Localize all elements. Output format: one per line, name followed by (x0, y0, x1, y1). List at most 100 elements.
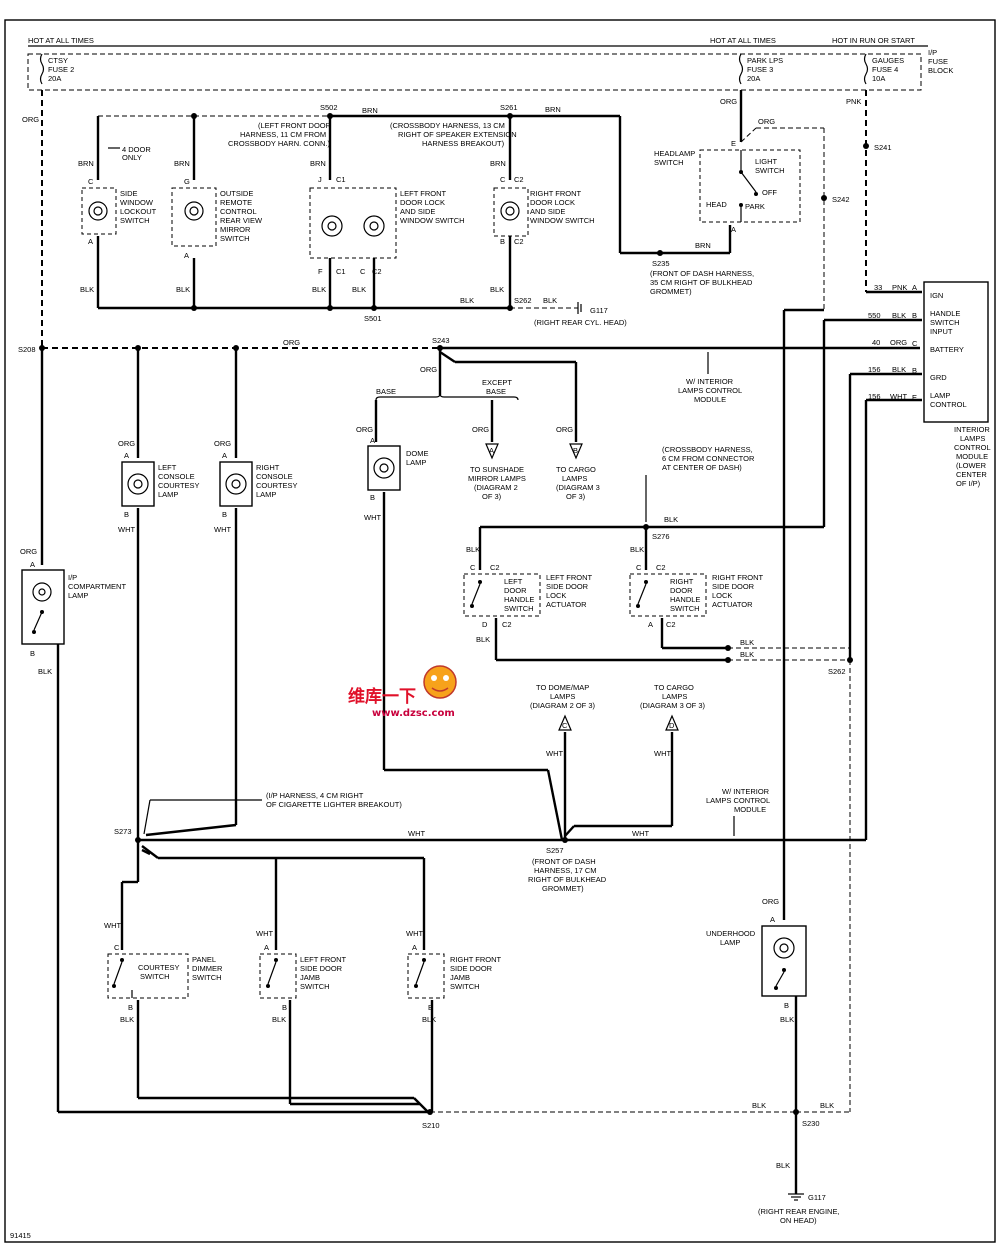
blk-lf-jamb-label: BLK (272, 1015, 286, 1024)
org-label-s243: ORG (420, 365, 437, 374)
svg-text:PARK: PARK (745, 202, 765, 211)
splice-s262: S262 (514, 296, 532, 305)
svg-text:IGN: IGN (930, 291, 943, 300)
svg-text:SIDE DOOR: SIDE DOOR (546, 582, 589, 591)
circuit-33-label: 33 (874, 283, 882, 292)
svg-text:DOOR LOCK: DOOR LOCK (400, 198, 445, 207)
svg-text:BLOCK: BLOCK (928, 66, 953, 75)
svg-text:REAR VIEW: REAR VIEW (220, 216, 263, 225)
blk-handle-label: BLK (892, 311, 906, 320)
svg-text:(LEFT FRONT DOOR: (LEFT FRONT DOOR (258, 121, 332, 130)
svg-text:A: A (648, 620, 653, 629)
courtesy-switch: C B COURTESY SWITCH PANEL DIMMER SWITCH (107, 943, 223, 1012)
rf-door-lock-window-switch: C C2 B C2 RIGHT FRONT DOOR LOCK AND SIDE… (493, 175, 595, 246)
splice-s242-dot (821, 195, 827, 201)
svg-text:LOCKOUT: LOCKOUT (120, 207, 157, 216)
svg-text:(RIGHT REAR ENGINE,: (RIGHT REAR ENGINE, (758, 1207, 840, 1216)
org-headlamp-dash (740, 127, 757, 143)
svg-text:COURTESY: COURTESY (138, 963, 180, 972)
svg-text:FUSE 3: FUSE 3 (747, 65, 773, 74)
svg-text:MODULE: MODULE (734, 805, 766, 814)
note-s235: (FRONT OF DASH HARNESS, 35 CM RIGHT OF B… (650, 269, 754, 296)
svg-text:HANDLE: HANDLE (670, 595, 700, 604)
svg-text:(I/P HARNESS, 4 CM RIGHT: (I/P HARNESS, 4 CM RIGHT (266, 791, 364, 800)
dome-lamp: A B DOME LAMP (367, 436, 429, 502)
svg-text:C2: C2 (502, 620, 512, 629)
svg-text:A: A (124, 451, 129, 460)
svg-text:C: C (88, 177, 94, 186)
svg-text:DOOR: DOOR (504, 586, 527, 595)
blk-grd-label: BLK (892, 365, 906, 374)
pnk-label: PNK (846, 97, 861, 106)
svg-text:4 DOOR: 4 DOOR (122, 145, 151, 154)
svg-text:35 CM RIGHT OF BULKHEAD: 35 CM RIGHT OF BULKHEAD (650, 278, 753, 287)
to-cargo-connector-lower: TO CARGO LAMPS (DIAGRAM 3 OF 3) D (640, 683, 706, 731)
svg-text:DOOR LOCK: DOOR LOCK (530, 198, 575, 207)
splice-s235: S235 (652, 259, 670, 268)
brn-label-3: BRN (695, 241, 711, 250)
svg-text:HEAD: HEAD (706, 200, 727, 209)
svg-text:SIDE DOOR: SIDE DOOR (450, 964, 493, 973)
svg-text:C: C (500, 175, 506, 184)
svg-text:B: B (500, 237, 505, 246)
svg-text:I/P: I/P (928, 48, 937, 57)
svg-text:6 CM FROM CONNECTOR: 6 CM FROM CONNECTOR (662, 454, 755, 463)
splice-s235-dot (657, 250, 663, 256)
splice-s257-dot (562, 837, 568, 843)
svg-text:B: B (30, 649, 35, 658)
svg-text:C: C (912, 339, 918, 348)
svg-text:DOOR: DOOR (670, 586, 693, 595)
svg-text:GROMMET): GROMMET) (650, 287, 692, 296)
svg-text:SWITCH: SWITCH (504, 604, 534, 613)
svg-text:HARNESS, 17 CM: HARNESS, 17 CM (534, 866, 597, 875)
wht-lamp-label: WHT (890, 392, 907, 401)
svg-text:(DIAGRAM 2 OF 3): (DIAGRAM 2 OF 3) (530, 701, 596, 710)
svg-text:HANDLE: HANDLE (504, 595, 534, 604)
svg-text:COURTESY: COURTESY (256, 481, 298, 490)
svg-text:LEFT FRONT: LEFT FRONT (300, 955, 347, 964)
svg-text:C: C (114, 943, 120, 952)
pnk-ign-label: PNK (892, 283, 907, 292)
svg-text:SWITCH: SWITCH (654, 158, 684, 167)
blk-label-3: BLK (312, 285, 326, 294)
svg-text:HARNESS BREAKOUT): HARNESS BREAKOUT) (422, 139, 505, 148)
svg-text:A: A (912, 283, 917, 292)
svg-text:维库一下: 维库一下 (348, 686, 416, 707)
splice-s242: S242 (832, 195, 850, 204)
svg-text:HANDLE: HANDLE (930, 309, 960, 318)
splice-s230-dot (793, 1109, 799, 1115)
svg-text:REMOTE: REMOTE (220, 198, 252, 207)
except-base-label-1: EXCEPT (482, 378, 512, 387)
svg-text:LAMPS: LAMPS (960, 434, 985, 443)
svg-text:(FRONT OF DASH: (FRONT OF DASH (532, 857, 596, 866)
svg-text:RIGHT OF BULKHEAD: RIGHT OF BULKHEAD (528, 875, 607, 884)
svg-text:MODULE: MODULE (956, 452, 988, 461)
svg-text:C2: C2 (490, 563, 500, 572)
svg-text:WINDOW: WINDOW (120, 198, 154, 207)
blk-rf-jamb-label: BLK (422, 1015, 436, 1024)
brn-label-rf: BRN (490, 159, 506, 168)
svg-text:G117: G117 (590, 306, 608, 315)
svg-text:A: A (370, 436, 375, 445)
svg-text:WINDOW SWITCH: WINDOW SWITCH (530, 216, 595, 225)
blk-label-1: BLK (80, 285, 94, 294)
svg-text:B: B (428, 1003, 433, 1012)
svg-text:JAMB: JAMB (450, 973, 470, 982)
svg-text:FUSE: FUSE (928, 57, 948, 66)
svg-text:10A: 10A (872, 74, 885, 83)
ground-g117-lower: G117 (788, 1193, 826, 1202)
blk-label-4: BLK (352, 285, 366, 294)
svg-text:B: B (912, 366, 917, 375)
blk-s262-label-2: BLK (740, 650, 754, 659)
blk-s276-label: BLK (664, 515, 678, 524)
svg-text:OUTSIDE: OUTSIDE (220, 189, 253, 198)
svg-text:LEFT FRONT: LEFT FRONT (400, 189, 447, 198)
splice-s261: S261 (500, 103, 518, 112)
splice-s230: S230 (802, 1119, 820, 1128)
interior-lamps-control-module: IGN HANDLE SWITCH INPUT BATTERY GRD LAMP… (912, 281, 991, 488)
svg-text:CTSY: CTSY (48, 56, 68, 65)
splice-s241: S241 (874, 143, 892, 152)
svg-text:LAMP: LAMP (158, 490, 178, 499)
svg-text:C: C (360, 267, 366, 276)
brn-label-1: BRN (362, 106, 378, 115)
